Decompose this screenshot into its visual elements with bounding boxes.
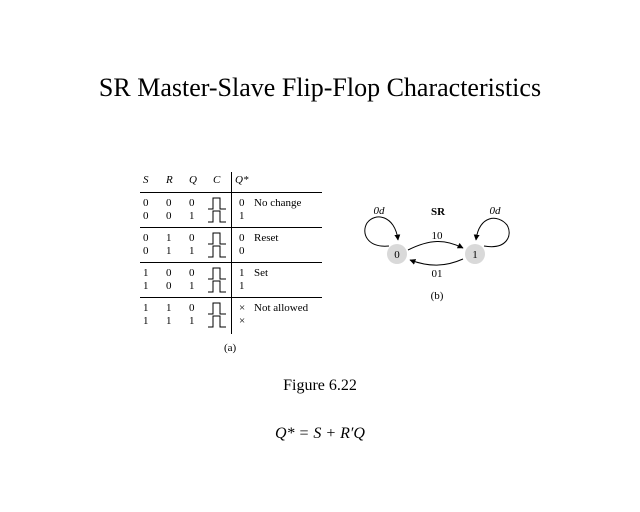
state-1-label: 1 bbox=[472, 249, 478, 261]
self-loop-0-arrow bbox=[364, 216, 401, 247]
cell-r: 1 bbox=[166, 315, 172, 327]
cell-s: 1 bbox=[143, 267, 149, 279]
table-row: 0 0 0 0 No change bbox=[140, 196, 322, 210]
clock-pulse-icon bbox=[208, 267, 226, 280]
cell-r: 1 bbox=[166, 302, 172, 314]
row-divider bbox=[140, 262, 322, 263]
table-row: 1 1 0 × Not allowed bbox=[140, 301, 322, 315]
cell-note: Not allowed bbox=[254, 302, 309, 314]
cell-r: 0 bbox=[166, 267, 172, 279]
cell-q: 1 bbox=[189, 315, 195, 327]
cell-s: 1 bbox=[143, 280, 149, 292]
table-caption: (a) bbox=[224, 342, 237, 354]
cell-qstar: 0 bbox=[239, 245, 245, 257]
transition-1-to-0-label: 01 bbox=[432, 268, 443, 280]
cell-q: 0 bbox=[189, 232, 195, 244]
table-row: 1 1 1 × bbox=[140, 314, 322, 328]
cell-q: 0 bbox=[189, 267, 195, 279]
clock-pulse-icon bbox=[208, 280, 226, 293]
clock-pulse-icon bbox=[208, 245, 226, 258]
cell-note: No change bbox=[254, 197, 302, 209]
cell-qstar: × bbox=[239, 302, 246, 314]
table-row: 1 0 1 1 bbox=[140, 279, 322, 293]
cell-r: 1 bbox=[166, 232, 172, 244]
cell-s: 0 bbox=[143, 245, 149, 257]
cell-r: 0 bbox=[166, 197, 172, 209]
header-r: R bbox=[166, 174, 173, 186]
state-0-label: 0 bbox=[394, 249, 400, 261]
table-row: 0 1 1 0 bbox=[140, 244, 322, 258]
cell-r: 1 bbox=[166, 245, 172, 257]
cell-qstar: 1 bbox=[239, 210, 245, 222]
table-row: 0 0 1 1 bbox=[140, 209, 322, 223]
cell-q: 1 bbox=[189, 210, 195, 222]
clock-pulse-icon bbox=[208, 302, 226, 315]
row-divider bbox=[140, 297, 322, 298]
cell-r: 0 bbox=[166, 210, 172, 222]
cell-r: 0 bbox=[166, 280, 172, 292]
input-label: SR bbox=[431, 206, 446, 218]
cell-s: 1 bbox=[143, 315, 149, 327]
clock-pulse-icon bbox=[208, 210, 226, 223]
clock-pulse-icon bbox=[208, 232, 226, 245]
table-row: 1 0 0 1 Set bbox=[140, 266, 322, 280]
self-loop-1-label: 0d bbox=[490, 205, 502, 217]
figure-label: Figure 6.22 bbox=[283, 377, 357, 394]
state-diagram-caption: (b) bbox=[431, 290, 444, 302]
cell-note: Set bbox=[254, 267, 269, 279]
cell-qstar: 1 bbox=[239, 280, 245, 292]
self-loop-1-arrow bbox=[473, 217, 510, 248]
transition-1-to-0-arrow bbox=[409, 258, 464, 266]
cell-q: 0 bbox=[189, 302, 195, 314]
row-divider bbox=[140, 192, 322, 193]
page-title: SR Master-Slave Flip-Flop Characteristic… bbox=[98, 73, 542, 102]
cell-qstar: 0 bbox=[239, 197, 245, 209]
cell-note: Reset bbox=[254, 232, 279, 244]
characteristic-table: S R Q C Q* 0 0 0 0 No change 0 0 1 1 0 1… bbox=[140, 172, 322, 336]
row-divider bbox=[140, 227, 322, 228]
cell-q: 1 bbox=[189, 245, 195, 257]
cell-qstar: 0 bbox=[239, 232, 245, 244]
cell-s: 1 bbox=[143, 302, 149, 314]
cell-qstar: 1 bbox=[239, 267, 245, 279]
header-s: S bbox=[143, 174, 149, 186]
state-diagram: 0 1 0d 0d SR 10 01 (b) bbox=[364, 205, 510, 302]
cell-q: 0 bbox=[189, 197, 195, 209]
header-qstar: Q* bbox=[235, 174, 249, 186]
transition-0-to-1-label: 10 bbox=[432, 230, 444, 242]
cell-s: 0 bbox=[143, 232, 149, 244]
self-loop-0-label: 0d bbox=[374, 205, 386, 217]
cell-s: 0 bbox=[143, 197, 149, 209]
clock-pulse-icon bbox=[208, 315, 226, 328]
cell-q: 1 bbox=[189, 280, 195, 292]
cell-qstar: × bbox=[239, 315, 246, 327]
table-row: 0 1 0 0 Reset bbox=[140, 231, 322, 245]
header-q: Q bbox=[189, 174, 197, 186]
header-c: C bbox=[213, 174, 221, 186]
cell-s: 0 bbox=[143, 210, 149, 222]
clock-pulse-icon bbox=[208, 197, 226, 210]
characteristic-equation: Q* = S + R′Q bbox=[275, 425, 365, 442]
state-1-node bbox=[465, 244, 485, 264]
transition-0-to-1-arrow bbox=[407, 241, 464, 251]
column-divider bbox=[231, 172, 232, 334]
state-0-node bbox=[387, 244, 407, 264]
